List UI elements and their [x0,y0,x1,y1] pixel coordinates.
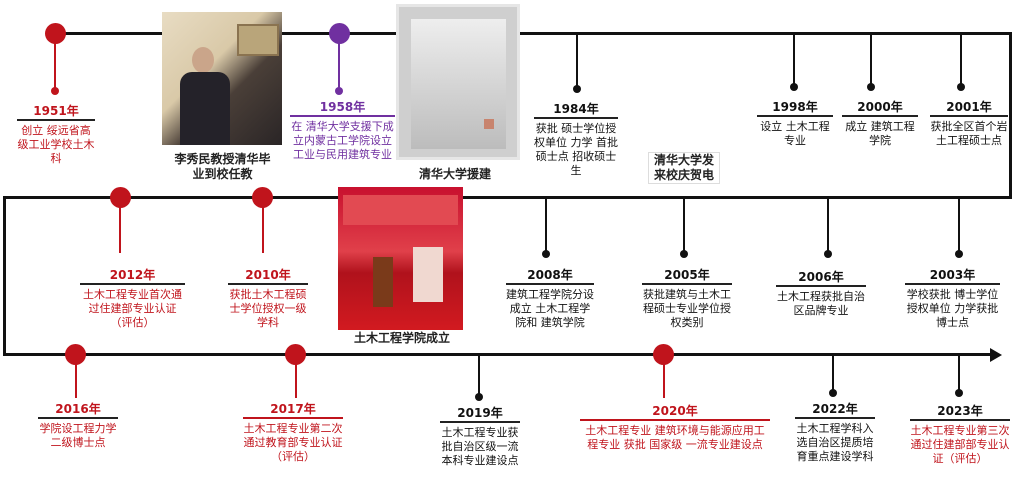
event-2023: 2023年土木工程专业第三次通过住建部部专业认证（评估） [910,404,1010,465]
event-2017: 2017年土木工程专业第二次通过教育部专业认证（评估） [243,402,343,463]
event-2019: 2019年土木工程专业获批自治区级一流本科专业建设点 [440,406,520,467]
stem-end-1958 [335,87,343,95]
timeline-connector-left [3,196,6,356]
marker-2010 [252,187,273,208]
stem-2001 [960,34,962,88]
event-2010: 2010年获批土木工程硕士学位授权一级学科 [228,268,308,329]
marker-2016 [65,344,86,365]
marker-1984 [573,85,581,93]
event-2016: 2016年学院设工程力学 二级博士点 [38,402,118,449]
stem-2003 [958,198,960,252]
marker-1951 [45,23,66,44]
marker-1958 [329,23,350,44]
ceremony-photo [338,187,463,330]
marker-2017 [285,344,306,365]
stem-2006 [827,198,829,252]
photo1-caption: 李秀民教授清华毕业到校任教 [170,152,275,182]
event-1958: 1958年在 清华大学支援下成立内蒙古工学院设立工业与民用建筑专业 [290,100,395,161]
stem-2016 [75,362,77,398]
event-2008: 2008年建筑工程学院分设成立 土木工程学院和 建筑学院 [506,268,594,329]
event-2003: 2003年学校获批 博士学位授权单位 力学获批博士点 [905,268,1000,329]
stem-2000 [870,34,872,88]
portrait-photo [162,12,282,145]
document-photo [396,4,520,160]
event-2001: 2001年获批全区首个岩土工程硕士点 [930,100,1008,147]
event-2005: 2005年获批建筑与土木工程硕士专业学位授权类别 [642,268,732,329]
event-1998: 1998年设立 土木工程专业 [757,100,833,148]
stem-2022 [832,355,834,393]
stem-1984 [576,34,578,90]
marker-2023 [955,389,963,397]
photo3-caption: 土木工程学院成立 [343,331,461,346]
timeline-connector-right [1009,32,1012,199]
marker-2000 [867,83,875,91]
marker-2003 [955,250,963,258]
event-1984: 1984年获批 硕士学位授权单位 力学 首批硕士点 招收硕士生 [534,102,618,177]
event-1951: 1951年创立 绥远省高级工业学校土木科 [17,104,95,165]
stem-2023 [958,355,960,393]
event-2020: 2020年土木工程专业 建筑环境与能源应用工程专业 获批 国家级 一流专业建设点 [580,404,770,452]
photo2-caption: 清华大学援建 [410,167,500,182]
stem-1951 [54,40,56,90]
timeline-row-1 [55,32,1012,35]
event-2012: 2012年土木工程专业首次通过住建部专业认证（评估） [80,268,185,330]
marker-2001 [957,83,965,91]
marker-1998 [790,83,798,91]
timeline-row-3 [3,353,993,356]
stem-1998 [793,34,795,88]
marker-2020 [653,344,674,365]
stem-2019 [478,355,480,397]
stem-2010 [262,205,264,253]
stem-2012 [119,205,121,253]
event-2022: 2022年土木工程学科入选自治区提质培育重点建设学科 [795,402,875,463]
event-2000: 2000年成立 建筑工程学院 [842,100,918,148]
timeline-row-2 [3,196,1012,199]
marker-2006 [824,250,832,258]
stem-2017 [295,362,297,398]
marker-2005 [680,250,688,258]
marker-2019 [475,393,483,401]
stem-2005 [683,198,685,252]
telegram-caption: 清华大学发来校庆贺电 [648,152,720,184]
marker-2022 [829,389,837,397]
stem-1958 [338,40,340,90]
stem-end-1951 [51,87,59,95]
event-2006: 2006年土木工程获批自治区品牌专业 [776,270,866,317]
stem-2020 [663,362,665,398]
marker-2012 [110,187,131,208]
timeline-arrow-head [990,348,1002,362]
stem-2008 [545,198,547,252]
marker-2008 [542,250,550,258]
